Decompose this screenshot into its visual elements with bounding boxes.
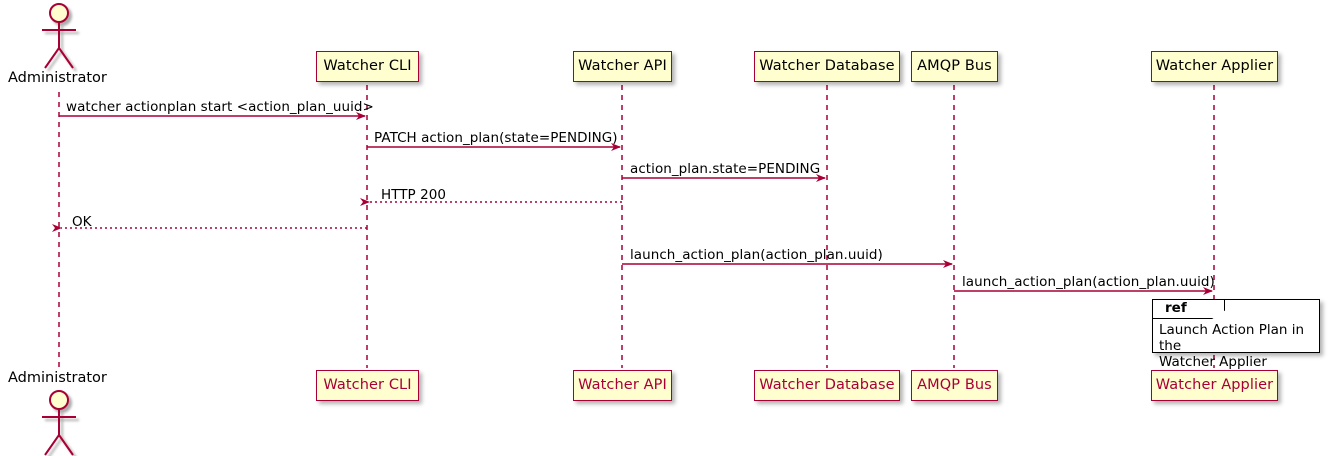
participant-box-watcher-applier-bottom[interactable]: Watcher Applier <box>1151 370 1278 401</box>
participant-box-watcher-cli-top[interactable]: Watcher CLI <box>316 51 419 82</box>
participant-label-watcher-api-top: Watcher API <box>578 58 667 75</box>
participant-label-watcher-api-bottom: Watcher API <box>578 377 667 394</box>
participant-label-watcher-applier-top: Watcher Applier <box>1155 58 1274 75</box>
participant-box-watcher-cli-bottom[interactable]: Watcher CLI <box>316 370 419 401</box>
participant-label-amqp-bus-bottom: AMQP Bus <box>917 377 992 394</box>
participant-box-watcher-api-top[interactable]: Watcher API <box>573 51 672 82</box>
participant-label-watcher-cli-top: Watcher CLI <box>323 58 412 75</box>
participant-box-watcher-database-bottom[interactable]: Watcher Database <box>754 370 900 401</box>
participant-label-watcher-database-bottom: Watcher Database <box>759 377 895 394</box>
participant-box-amqp-bus-bottom[interactable]: AMQP Bus <box>911 370 998 401</box>
actor-figure-administrator-top <box>42 3 76 69</box>
message-label-1: watcher actionplan start <action_plan_uu… <box>66 99 374 115</box>
participant-label-watcher-database-top: Watcher Database <box>759 58 895 75</box>
participant-label-watcher-cli-bottom: Watcher CLI <box>323 377 412 394</box>
ref-fragment-body: Launch Action Plan in the Watcher Applie… <box>1159 322 1305 370</box>
message-label-6: launch_action_plan(action_plan.uuid) <box>630 247 883 263</box>
message-label-5: OK <box>72 214 92 230</box>
actor-label-administrator-top: Administrator <box>8 70 107 86</box>
message-label-4: HTTP 200 <box>381 187 447 203</box>
message-arrows <box>52 112 1213 295</box>
lifelines <box>58 85 1215 368</box>
actor-figure-administrator-bottom <box>42 390 76 456</box>
participant-label-amqp-bus-top: AMQP Bus <box>917 58 992 75</box>
message-label-2: PATCH action_plan(state=PENDING) <box>374 130 618 146</box>
ref-fragment-tag: ref <box>1153 300 1225 319</box>
actor-label-administrator-bottom: Administrator <box>8 370 107 386</box>
message-label-7: launch_action_plan(action_plan.uuid) <box>962 274 1215 290</box>
message-label-3: action_plan.state=PENDING <box>630 161 821 177</box>
participant-box-watcher-applier-top[interactable]: Watcher Applier <box>1151 51 1278 82</box>
participant-label-watcher-applier-bottom: Watcher Applier <box>1155 377 1274 394</box>
ref-fragment[interactable]: ref Launch Action Plan in the Watcher Ap… <box>1152 299 1320 370</box>
participant-box-amqp-bus-top[interactable]: AMQP Bus <box>911 51 998 82</box>
participant-box-watcher-database-top[interactable]: Watcher Database <box>754 51 900 82</box>
participant-box-watcher-api-bottom[interactable]: Watcher API <box>573 370 672 401</box>
